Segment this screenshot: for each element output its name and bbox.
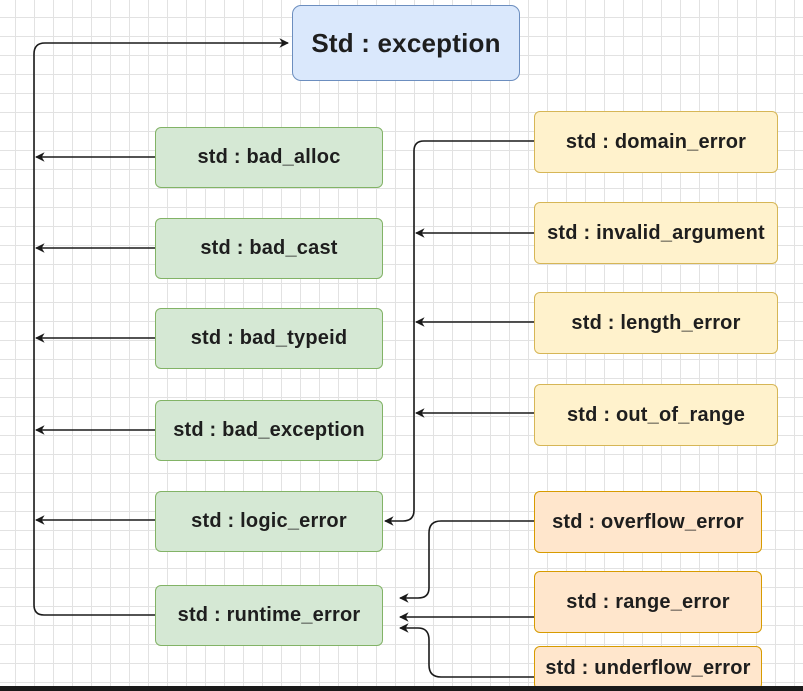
node-logic-error: std : logic_error: [155, 491, 383, 552]
connector-underflow-error: [399, 623, 534, 678]
node-out-of-range: std : out_of_range: [534, 384, 778, 446]
root-node-exception: Std : exception: [292, 5, 520, 81]
node-label: std : length_error: [571, 311, 741, 334]
connector-domain-error: [384, 140, 534, 526]
node-label: std : invalid_argument: [547, 221, 765, 244]
node-underflow-error: std : underflow_error: [534, 646, 762, 690]
node-label: std : domain_error: [565, 130, 747, 153]
node-label: std : out_of_range: [566, 403, 746, 426]
connector-trunk-to-root: [33, 38, 289, 616]
node-bad-cast: std : bad_cast: [155, 218, 383, 279]
node-domain-error: std : domain_error: [534, 111, 778, 173]
node-range-error: std : range_error: [534, 571, 762, 633]
node-length-error: std : length_error: [534, 292, 778, 354]
node-label: std : bad_cast: [200, 237, 338, 259]
connector-overflow-error: [399, 520, 534, 603]
node-label: std : logic_error: [191, 510, 347, 532]
node-invalid-argument: std : invalid_argument: [534, 202, 778, 264]
node-label: std : bad_typeid: [190, 327, 348, 349]
node-label: std : runtime_error: [177, 604, 361, 626]
node-label: std : overflow_error: [552, 510, 744, 533]
node-runtime-error: std : runtime_error: [155, 585, 383, 646]
node-label: std : bad_exception: [173, 419, 365, 441]
node-bad-typeid: std : bad_typeid: [155, 308, 383, 369]
node-label: std : bad_alloc: [197, 146, 341, 168]
root-node-label: Std : exception: [311, 27, 501, 58]
node-label: std : underflow_error: [545, 656, 751, 679]
node-bad-alloc: std : bad_alloc: [155, 127, 383, 188]
bottom-border-line: [0, 686, 803, 691]
node-overflow-error: std : overflow_error: [534, 491, 762, 553]
node-label: std : range_error: [566, 590, 730, 613]
node-bad-exception: std : bad_exception: [155, 400, 383, 461]
